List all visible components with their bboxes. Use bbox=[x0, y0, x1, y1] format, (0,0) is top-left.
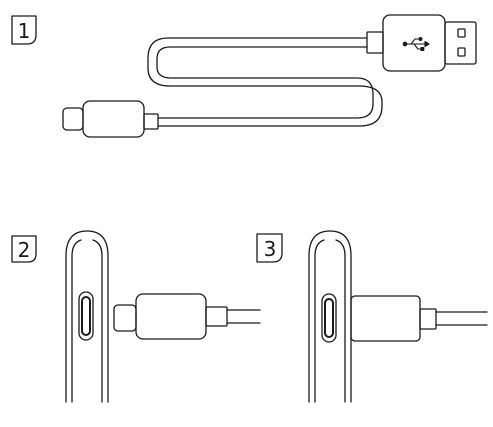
usb-c-plug-step-3 bbox=[350, 295, 488, 342]
usb-a-tip-hole-top bbox=[457, 28, 466, 38]
phone-band-right bbox=[335, 239, 346, 403]
usb-c-port-inner bbox=[81, 296, 91, 336]
cable-outer-strand bbox=[147, 37, 383, 127]
usb-c-port-inner bbox=[324, 298, 334, 338]
usb-trident-icon bbox=[402, 37, 430, 51]
svg-text:2: 2 bbox=[18, 238, 31, 262]
phone-outer-edge bbox=[65, 230, 109, 403]
usb-c-plug-tip bbox=[62, 107, 84, 131]
phone-band-left bbox=[314, 239, 325, 403]
usb-c-strain-relief bbox=[143, 113, 159, 130]
usb-c-port bbox=[78, 291, 94, 341]
usb-c-plug-step-2 bbox=[113, 293, 261, 340]
usb-c-plug-tip bbox=[113, 304, 137, 332]
phone-outer-edge bbox=[308, 230, 352, 403]
step-3-badge: 3 bbox=[256, 233, 283, 263]
usb-c-strain-relief bbox=[205, 306, 228, 327]
usb-cable bbox=[62, 14, 477, 138]
phone-illustration-step-2 bbox=[65, 230, 109, 403]
usb-c-connector bbox=[135, 293, 207, 340]
usb-a-tip-hole-bottom bbox=[457, 47, 466, 57]
svg-text:3: 3 bbox=[264, 237, 277, 261]
svg-text:1: 1 bbox=[18, 19, 31, 43]
usb-a-tip bbox=[444, 21, 477, 65]
usb-c-connector bbox=[82, 100, 145, 138]
usb-c-port bbox=[321, 293, 337, 343]
usb-c-strain-relief bbox=[419, 308, 437, 330]
step-2-badge: 2 bbox=[11, 235, 37, 263]
phone-band-left bbox=[71, 239, 82, 403]
usb-a-connector bbox=[382, 14, 446, 72]
usb-c-connector bbox=[350, 295, 421, 342]
cable-inner-strand bbox=[156, 46, 374, 119]
phone-illustration-step-3 bbox=[308, 230, 352, 403]
step-1-badge: 1 bbox=[11, 15, 37, 45]
usb-a-strain-relief bbox=[366, 31, 384, 54]
phone-band-right bbox=[92, 239, 103, 403]
